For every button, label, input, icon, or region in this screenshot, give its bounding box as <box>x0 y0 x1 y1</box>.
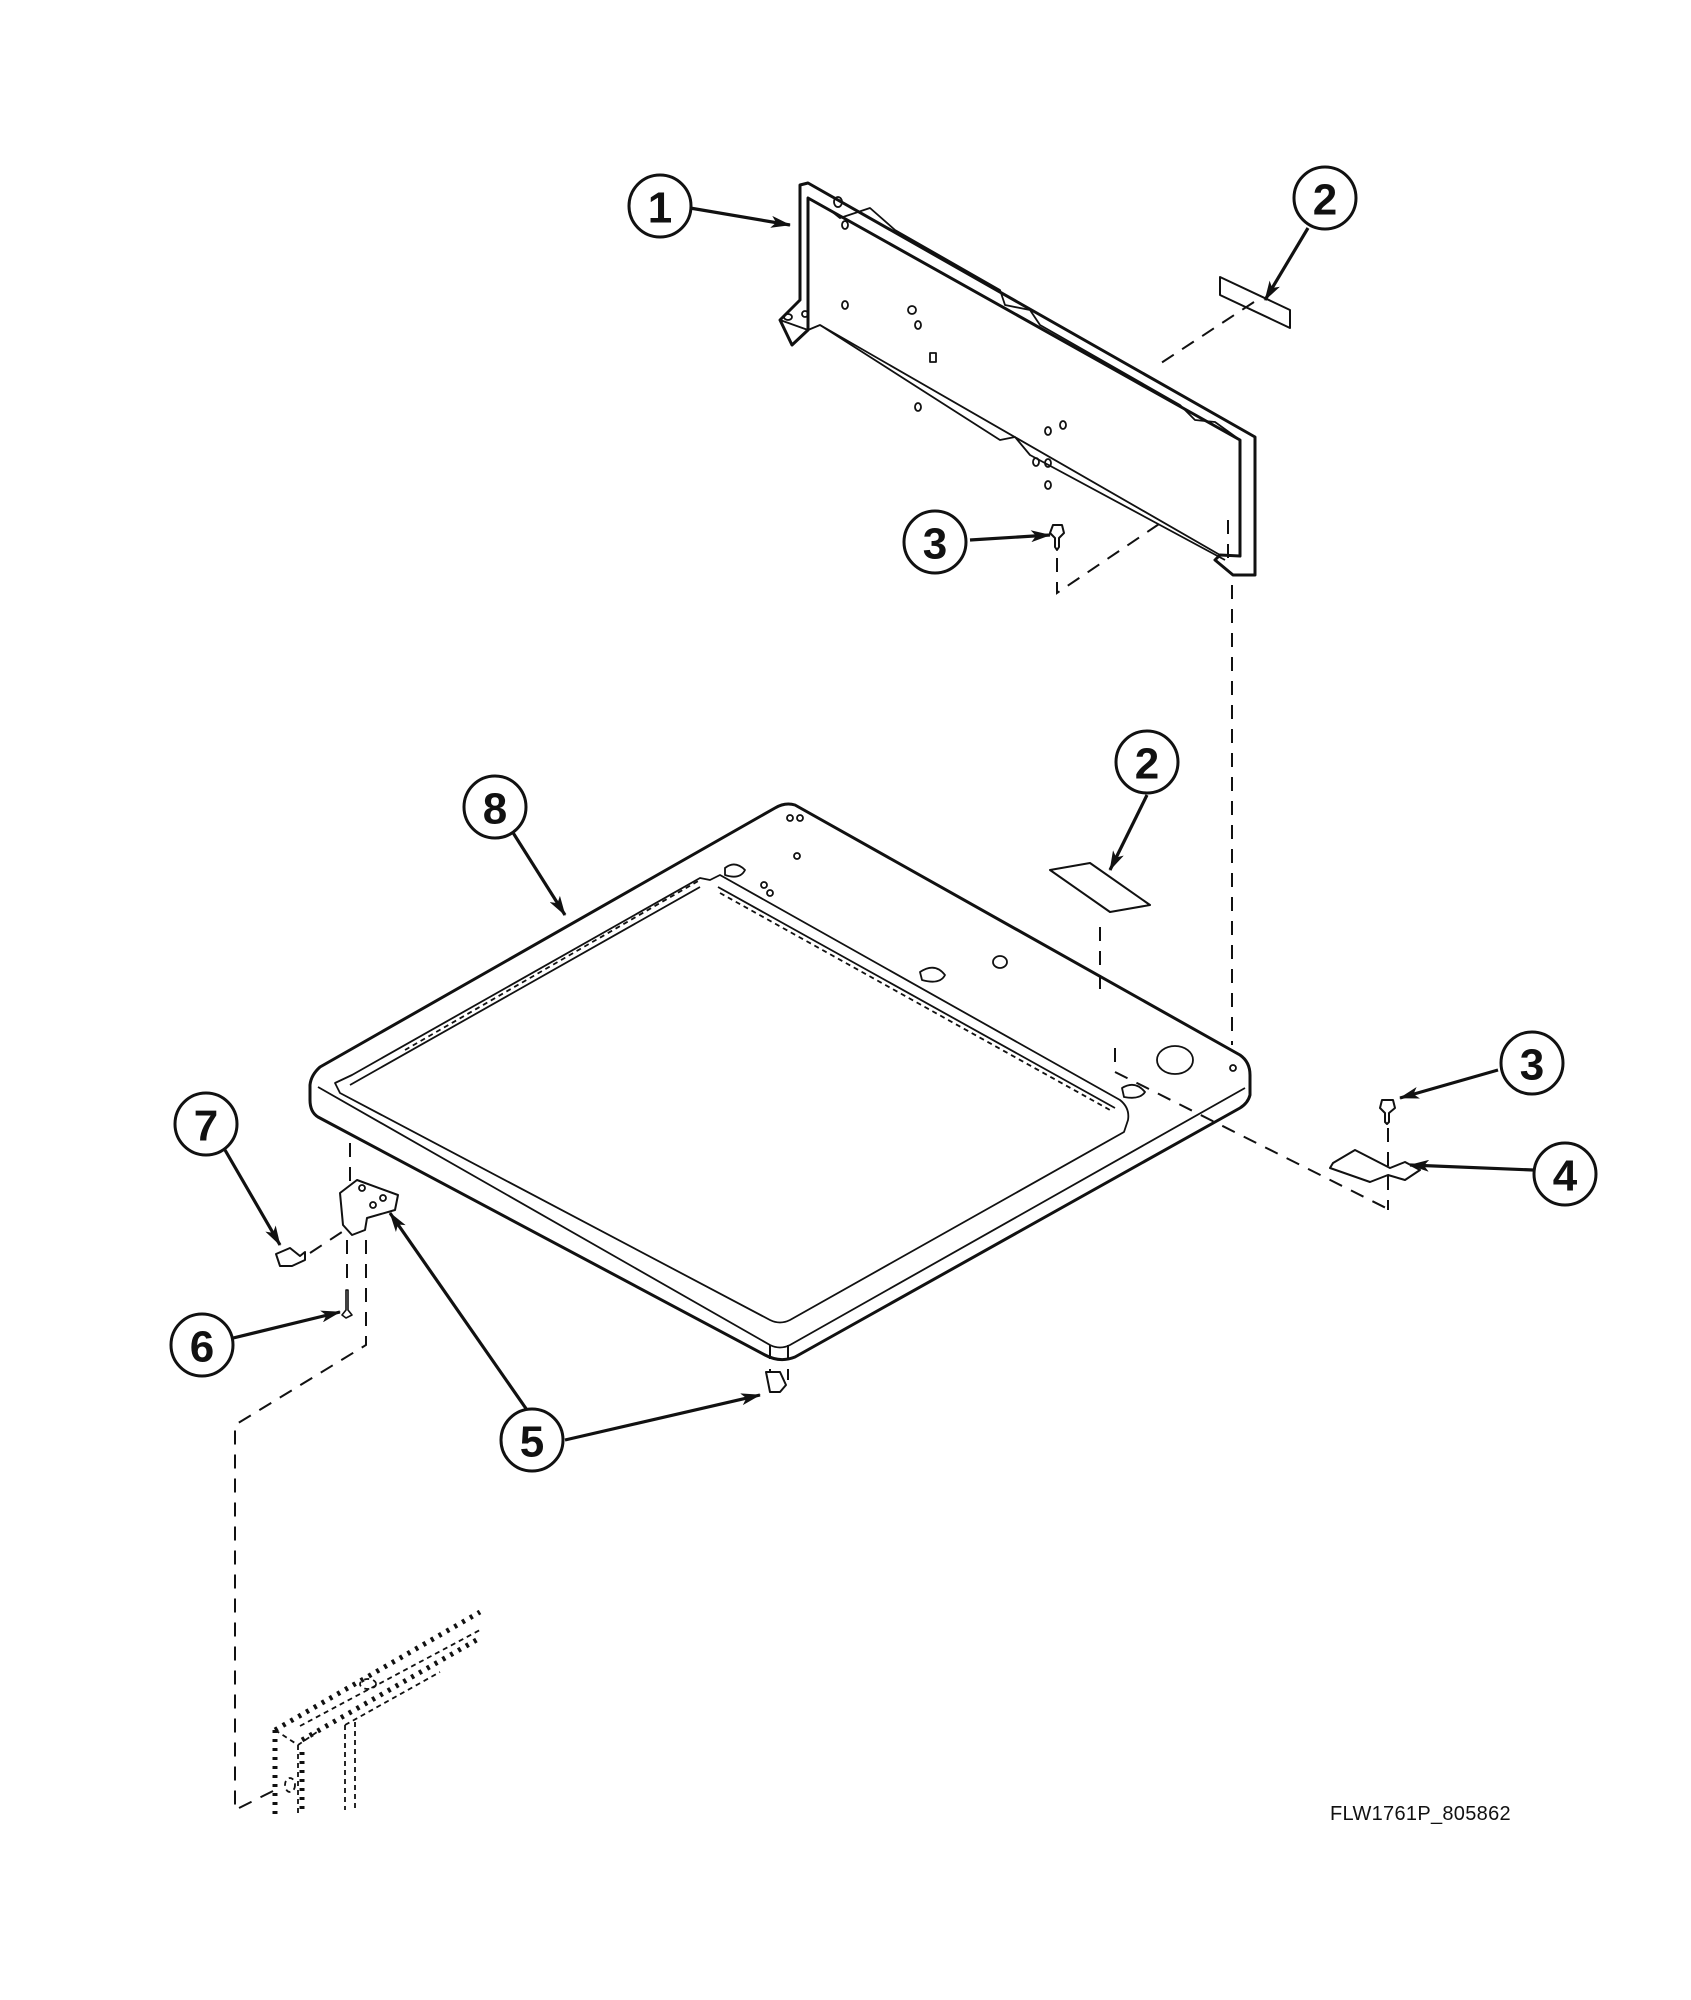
label-part-2-upper <box>1219 276 1291 329</box>
svg-text:5: 5 <box>520 1418 544 1467</box>
drawing-id-caption: FLW1761P_805862 <box>1330 1803 1511 1825</box>
cabinet-outline <box>272 1609 482 1815</box>
svg-text:2: 2 <box>1135 740 1159 789</box>
svg-text:3: 3 <box>923 520 947 569</box>
svg-text:8: 8 <box>483 785 507 834</box>
hinge-bracket-part-5 <box>339 1179 399 1236</box>
callout-6: 6 <box>169 1312 235 1378</box>
callout-4: 4 <box>1532 1141 1598 1207</box>
callout-5: 5 <box>499 1407 565 1473</box>
top-panel <box>308 802 1252 1380</box>
screw-part-3-upper <box>1049 524 1065 551</box>
callout-8: 8 <box>462 774 528 840</box>
hinge-pin-part-6 <box>341 1289 353 1319</box>
callout-2-upper: 2 <box>1292 165 1358 231</box>
callout-3-upper: 3 <box>902 509 968 575</box>
svg-text:3: 3 <box>1520 1041 1544 1090</box>
hinge-lug-part-5 <box>765 1371 787 1393</box>
control-panel-rear-bracket <box>778 181 1257 577</box>
screw-part-3-right <box>1379 1099 1396 1125</box>
svg-text:4: 4 <box>1553 1152 1578 1201</box>
callout-7: 7 <box>173 1091 239 1157</box>
top-clip-part-4 <box>1329 1149 1421 1183</box>
svg-text:7: 7 <box>194 1102 218 1151</box>
svg-text:1: 1 <box>648 184 672 233</box>
callout-3-right: 3 <box>1499 1030 1565 1096</box>
callout-1: 1 <box>627 173 693 239</box>
svg-text:6: 6 <box>190 1323 214 1372</box>
hinge-screw-part-7 <box>275 1247 306 1267</box>
svg-text:2: 2 <box>1313 176 1337 225</box>
label-part-2-lower <box>1049 862 1151 913</box>
callout-2-lower: 2 <box>1114 729 1180 795</box>
